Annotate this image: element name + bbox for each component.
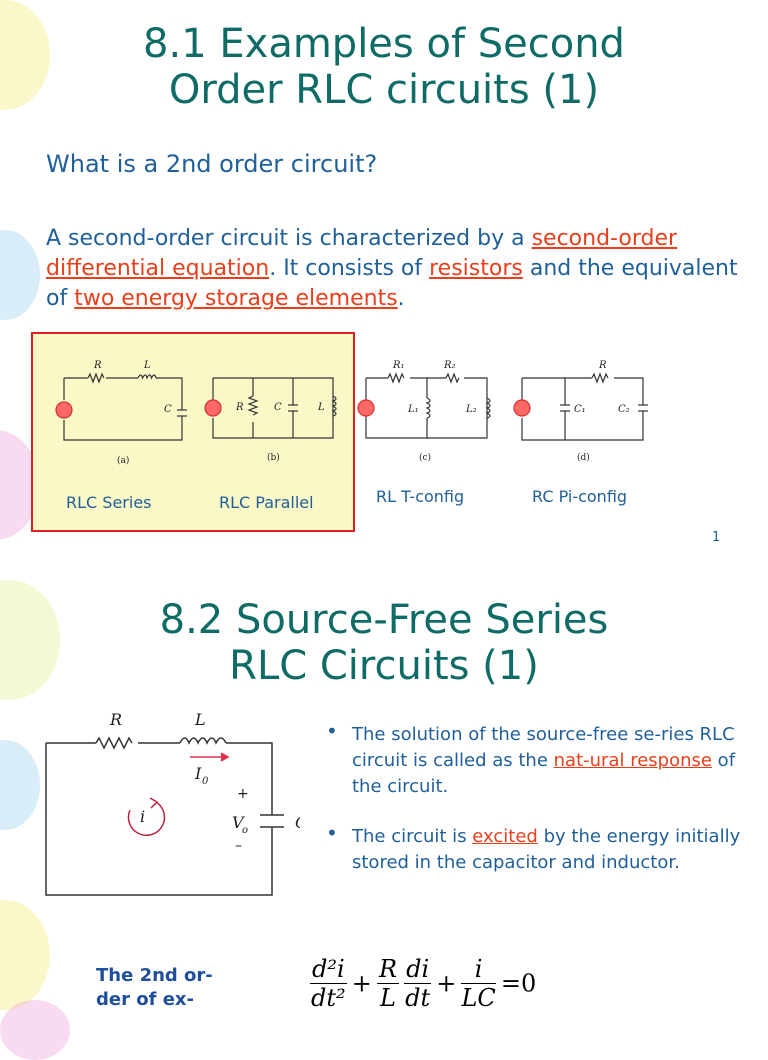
- bullet-natural-response: • The solution of the source-free se-rie…: [326, 719, 742, 800]
- sublabel-c: (c): [419, 452, 431, 463]
- svg-text:R: R: [235, 402, 244, 413]
- caption-rl-t-config: RL T-config: [376, 487, 465, 506]
- equation-label: The 2nd or-der of ex-: [96, 965, 213, 1010]
- svg-text:I: I: [194, 764, 202, 783]
- svg-text:–: –: [235, 838, 242, 854]
- circuit-d: [513, 372, 648, 441]
- circuit-diagrams: R L C R C L R₁ R₂ L₁ L₂ R C₁ C₂ (a) (b) (c) (d): [55, 360, 648, 466]
- para-text: A second-order circuit is characterized …: [46, 226, 532, 251]
- balloon-decoration: [0, 1000, 70, 1060]
- bullet-text: The solution of the source-free se-ries …: [352, 724, 735, 771]
- bullet-dot: •: [326, 719, 338, 743]
- circuit-c: [357, 372, 491, 439]
- bullet-text: of the circuit.: [352, 750, 736, 797]
- svg-text:L₂: L₂: [465, 404, 477, 415]
- caption-rlc-parallel: RLC Parallel: [219, 493, 314, 512]
- svg-text:+: +: [237, 786, 249, 802]
- svg-text:V: V: [232, 813, 245, 832]
- svg-text:L: L: [317, 402, 325, 413]
- svg-text:L: L: [143, 360, 151, 371]
- series-rlc-circuit: R L I 0 V o C i + –: [45, 710, 300, 896]
- bullet-text: by the energy initially stored in the ca…: [352, 826, 741, 873]
- balloon-decoration: [0, 230, 40, 320]
- highlight-box: [31, 332, 355, 532]
- slide1-title-line2: Order RLC circuits (1): [168, 67, 600, 113]
- question-heading: What is a 2nd order circuit?: [46, 150, 378, 178]
- equation-rhs: 0: [521, 969, 537, 998]
- svg-text:C₂: C₂: [618, 404, 630, 415]
- slide2-title-line2: RLC Circuits (1): [229, 643, 539, 689]
- svg-text:o: o: [242, 825, 248, 836]
- caption-rc-pi-config: RC Pi-config: [532, 487, 628, 506]
- svg-text:i: i: [140, 807, 145, 826]
- caption-rlc-series: RLC Series: [66, 493, 152, 512]
- svg-text:0: 0: [202, 776, 209, 787]
- circuit-a: [55, 372, 187, 441]
- bullet-highlight-excited: excited: [472, 826, 538, 847]
- svg-text:C: C: [274, 402, 282, 413]
- svg-text:L₁: L₁: [407, 404, 419, 415]
- para-text: . It consists of: [269, 256, 430, 281]
- svg-text:R₁: R₁: [392, 360, 405, 371]
- bullet-dot: •: [326, 821, 338, 845]
- para-highlight-soe: second-order differential equation: [46, 226, 678, 281]
- page-number: 1: [712, 530, 721, 545]
- balloon-decoration: [0, 900, 50, 1010]
- svg-text:R: R: [109, 710, 122, 729]
- svg-text:C: C: [164, 404, 172, 415]
- sublabel-a: (a): [117, 455, 129, 466]
- circuit-b: [204, 377, 337, 439]
- svg-text:R₂: R₂: [443, 360, 456, 371]
- bullet-highlight-natural-response: nat-ural response: [553, 750, 712, 771]
- para-text: .: [397, 286, 405, 311]
- svg-text:R: R: [93, 360, 102, 371]
- bullet-text: The circuit is: [352, 826, 473, 847]
- para-text: and the equivalent of: [46, 256, 738, 311]
- definition-paragraph: A second-order circuit is characterized …: [46, 224, 746, 314]
- sublabel-b: (b): [267, 452, 280, 463]
- para-highlight-storage: two energy storage elements: [74, 286, 398, 311]
- slide1-title-line1: 8.1 Examples of Second: [143, 21, 625, 67]
- svg-text:L: L: [194, 710, 206, 729]
- slide2-title-line1: 8.2 Source-Free Series: [159, 597, 609, 643]
- svg-text:C₁: C₁: [574, 404, 586, 415]
- balloon-decoration: [0, 740, 40, 830]
- sublabel-d: (d): [577, 452, 590, 463]
- para-highlight-resistors: resistors: [429, 256, 523, 281]
- bullet-excited: • The circuit is excited by the energy i…: [326, 821, 742, 876]
- svg-text:R: R: [598, 360, 607, 371]
- svg-text:C: C: [295, 813, 300, 832]
